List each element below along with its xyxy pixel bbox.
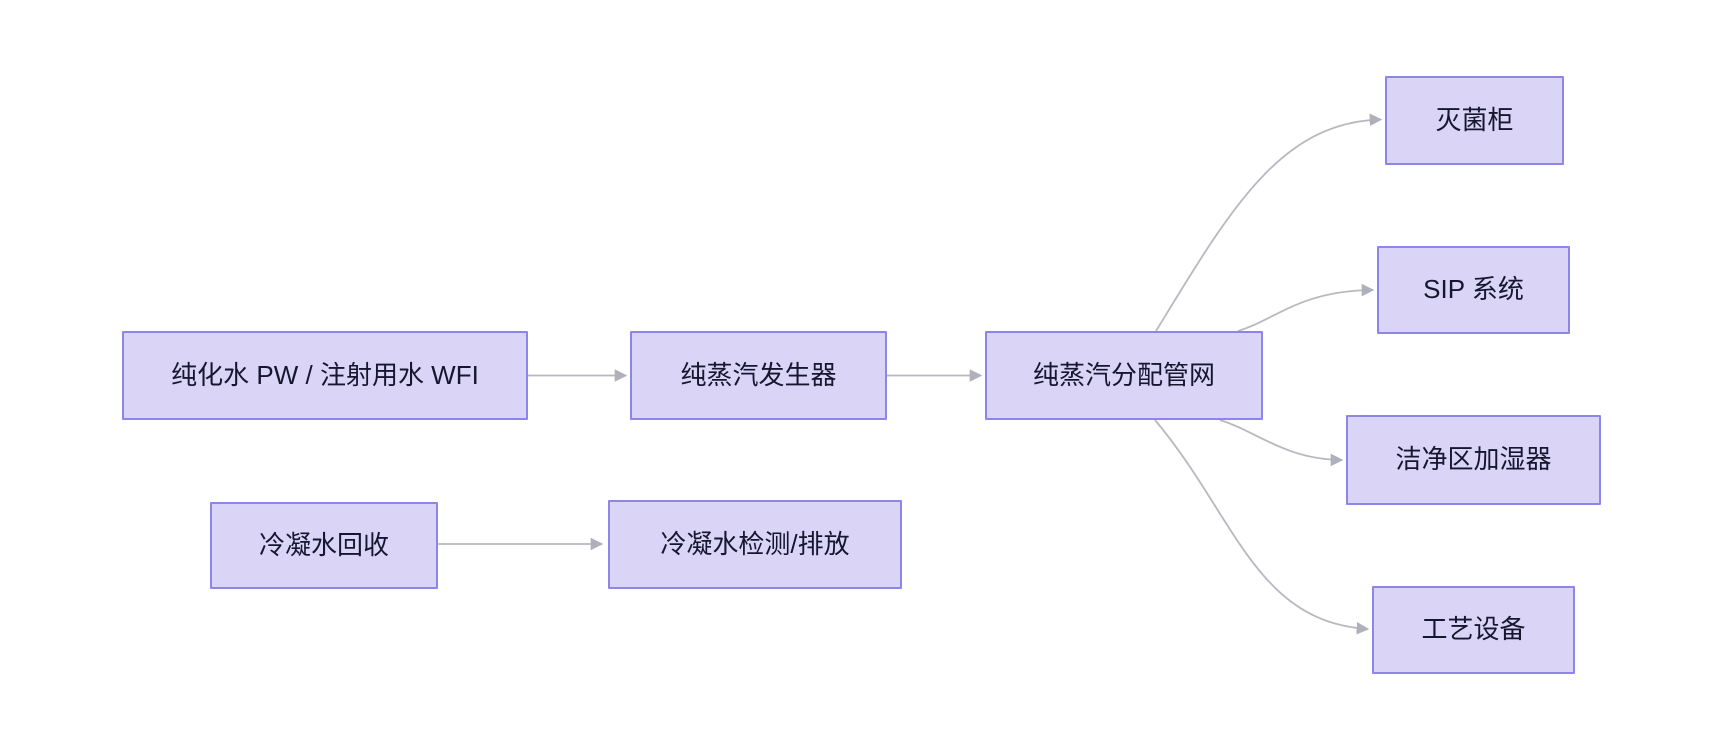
flow-node-label: 洁净区加湿器 — [1395, 444, 1552, 475]
edge-steam-network-to-cleanroom-humidifier — [1219, 419, 1344, 467]
flow-node-label: 纯蒸汽分配管网 — [1032, 359, 1215, 390]
flow-node-sip-system: SIP 系统 — [1377, 246, 1570, 334]
flow-node-label: 纯化水 PW / 注射用水 WFI — [171, 359, 479, 390]
flow-node-condensate-recovery: 冷凝水回收 — [210, 502, 438, 589]
edge-steam-network-to-process-equipment — [1154, 419, 1370, 635]
flow-node-process-equipment: 工艺设备 — [1372, 586, 1575, 674]
flow-node-sterilizer-cabinet: 灭菌柜 — [1385, 76, 1564, 165]
flow-node-label: 冷凝水回收 — [258, 529, 389, 560]
edge-steam-network-to-sip-system — [1237, 283, 1375, 332]
flow-node-label: SIP 系统 — [1423, 274, 1524, 305]
flow-node-pw-wfi: 纯化水 PW / 注射用水 WFI — [122, 331, 528, 420]
flow-node-label: 纯蒸汽发生器 — [680, 359, 837, 390]
flow-node-condensate-test: 冷凝水检测/排放 — [608, 500, 902, 589]
flow-node-label: 冷凝水检测/排放 — [660, 528, 850, 559]
edge-steam-network-to-sterilizer-cabinet — [1155, 113, 1383, 332]
flow-node-label: 工艺设备 — [1421, 614, 1526, 645]
flow-node-steam-generator: 纯蒸汽发生器 — [630, 331, 887, 420]
flow-node-cleanroom-humidifier: 洁净区加湿器 — [1346, 415, 1601, 505]
flow-node-label: 灭菌柜 — [1435, 104, 1514, 135]
flow-node-steam-network: 纯蒸汽分配管网 — [985, 331, 1263, 420]
